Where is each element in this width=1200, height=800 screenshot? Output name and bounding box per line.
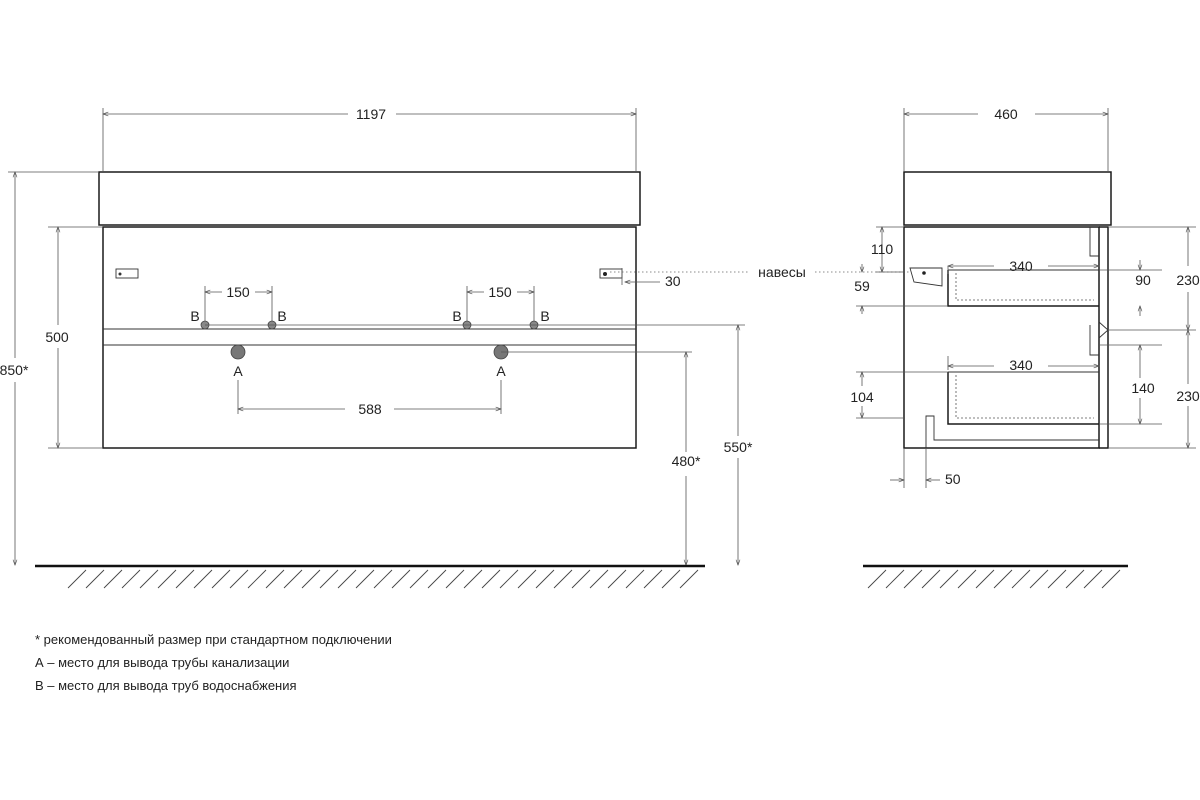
hatch-stroke (211, 569, 231, 589)
feed-marker: B (452, 308, 461, 324)
hatch-stroke (607, 569, 627, 589)
side-view: 460 навесы 110 59 340 90 230 340 (758, 106, 1200, 589)
hatch-stroke (1011, 569, 1031, 589)
side-countertop (903, 171, 1112, 226)
side-hanger-icon (909, 267, 943, 287)
lower-offset-label: 104 (850, 389, 874, 405)
hatch-stroke (67, 569, 87, 589)
hatch-stroke (1029, 569, 1049, 589)
hatch-stroke (85, 569, 105, 589)
hatch-stroke (553, 569, 573, 589)
hatch-stroke (885, 569, 905, 589)
hatch-stroke (679, 569, 699, 589)
top-offset-label: 110 (871, 241, 894, 257)
feed-marker: B (540, 308, 549, 324)
hatch-stroke (625, 569, 645, 589)
upper-front-label: 230 (1176, 272, 1200, 288)
leg-label: 50 (945, 471, 961, 487)
hatch-stroke (661, 569, 681, 589)
hatch-stroke (1065, 569, 1085, 589)
hatch-stroke (229, 569, 249, 589)
hatch-stroke (319, 569, 339, 589)
side-cabinet-body (903, 226, 1100, 449)
hatch-stroke (993, 569, 1013, 589)
drain-height-label: 480* (672, 453, 701, 469)
upper-drawer-width-label: 340 (1009, 258, 1033, 274)
side-front-panel (1099, 226, 1109, 449)
hatch-stroke (139, 569, 159, 589)
hatch-stroke (589, 569, 609, 589)
hatch-stroke (975, 569, 995, 589)
hatch-stroke (445, 569, 465, 589)
hatch-stroke (463, 569, 483, 589)
hatch-stroke (481, 569, 501, 589)
feed-spacing-left-label: 150 (226, 284, 250, 300)
hatch-stroke (1083, 569, 1103, 589)
hanger-gap-label: 30 (665, 273, 681, 289)
hatch-stroke (921, 569, 941, 589)
hatch-stroke (391, 569, 411, 589)
notes: * рекомендованный размер при стандартном… (35, 632, 392, 693)
side-leg (925, 415, 1099, 448)
upper-drawer (947, 270, 1099, 307)
hanger-offset-label: 59 (854, 278, 870, 294)
hanger-right-icon (599, 268, 623, 279)
lower-drawer-width-label: 340 (1009, 357, 1033, 373)
hatch-stroke (409, 569, 429, 589)
width-label: 1197 (356, 106, 386, 122)
depth-label: 460 (994, 106, 1018, 122)
lower-drawer-height-label: 140 (1131, 380, 1155, 396)
drain-spacing-label: 588 (358, 401, 382, 417)
hatch-stroke (103, 569, 123, 589)
feed-spacing-right-label: 150 (488, 284, 512, 300)
hatch-stroke (265, 569, 285, 589)
drain-marker: A (496, 363, 506, 379)
hatch-stroke (193, 569, 213, 589)
side-floor-hatching (867, 569, 1121, 589)
hangers-label: навесы (758, 264, 806, 280)
hatch-stroke (957, 569, 977, 589)
hatch-stroke (121, 569, 141, 589)
hatch-stroke (643, 569, 663, 589)
lower-front-label: 230 (1176, 388, 1200, 404)
cabinet-body (102, 226, 637, 449)
hatch-stroke (517, 569, 537, 589)
hatch-stroke (283, 569, 303, 589)
hatch-stroke (571, 569, 591, 589)
drain-point (230, 344, 246, 360)
hatch-stroke (301, 569, 321, 589)
drain-marker: A (233, 363, 243, 379)
countertop (98, 171, 641, 226)
note-drain: А – место для вывода трубы канализации (35, 655, 289, 670)
lower-drawer (947, 372, 1099, 425)
hatch-stroke (427, 569, 447, 589)
feed-height-label: 550* (724, 439, 753, 455)
feed-marker: B (190, 308, 199, 324)
hatch-stroke (535, 569, 555, 589)
upper-drawer-height-label: 90 (1135, 272, 1151, 288)
hatch-stroke (175, 569, 195, 589)
total-height-label: 850* (0, 362, 29, 378)
hanger-left-icon (115, 268, 139, 279)
note-feed: В – место для вывода труб водоснабжения (35, 678, 297, 693)
hatch-stroke (355, 569, 375, 589)
hatch-stroke (337, 569, 357, 589)
feed-marker: B (277, 308, 286, 324)
note-recommended: * рекомендованный размер при стандартном… (35, 632, 392, 647)
hatch-stroke (247, 569, 267, 589)
hatch-stroke (373, 569, 393, 589)
hatch-stroke (939, 569, 959, 589)
hatch-stroke (499, 569, 519, 589)
hatch-stroke (1047, 569, 1067, 589)
hatch-stroke (867, 569, 887, 589)
cabinet-height-label: 500 (45, 329, 69, 345)
hatch-stroke (1101, 569, 1121, 589)
front-view: 1197 850* 500 30 B B B B 150 (0, 106, 910, 589)
hatch-stroke (157, 569, 177, 589)
floor-hatching (67, 569, 699, 589)
hatch-stroke (903, 569, 923, 589)
